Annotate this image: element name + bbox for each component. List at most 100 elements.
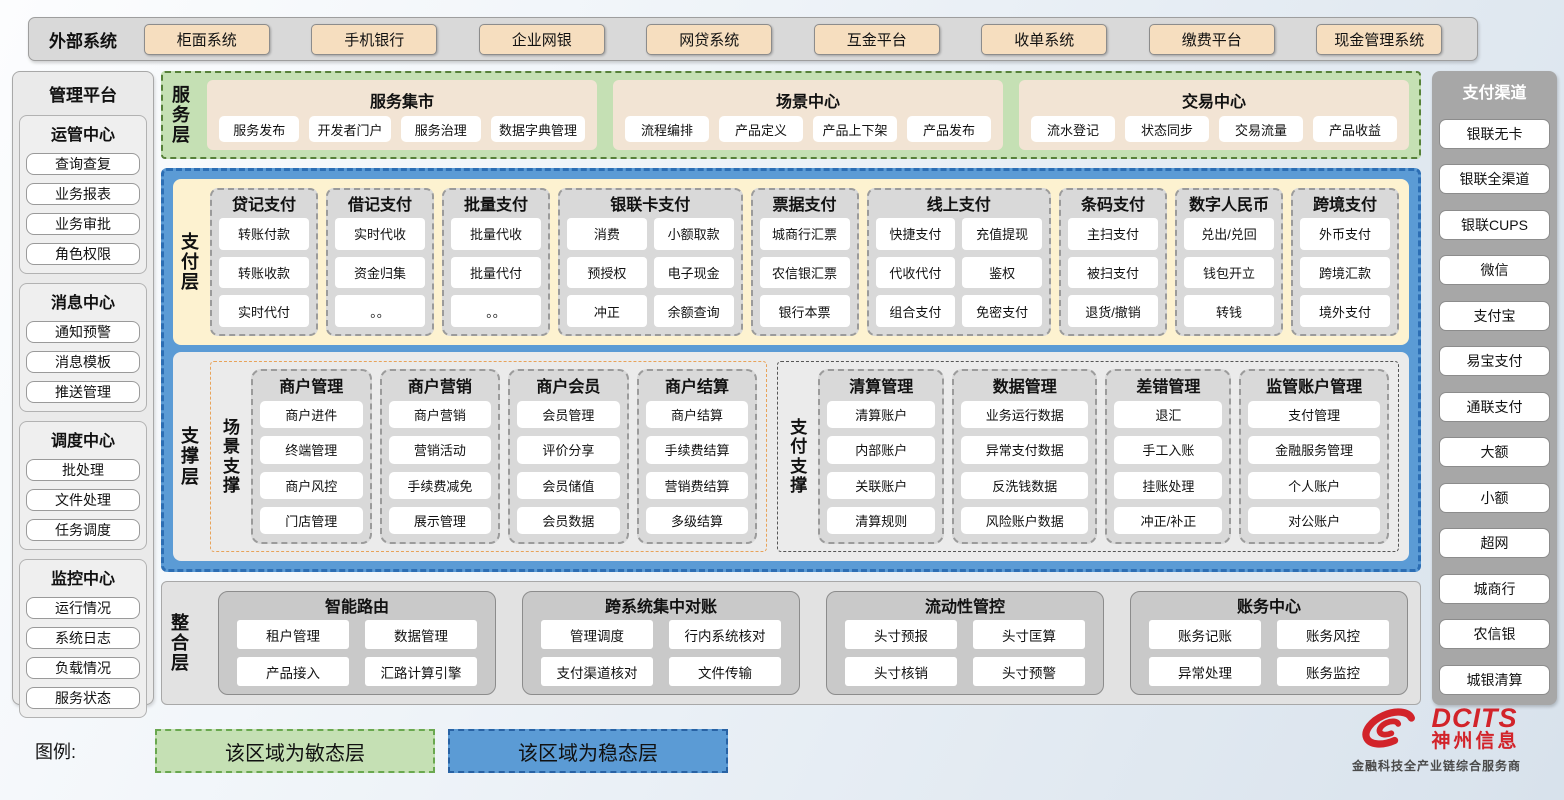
payment-item: 消费 bbox=[567, 218, 647, 250]
service-section-items: 流程编排产品定义产品上下架产品发布 bbox=[625, 116, 991, 142]
support-item: 会员储值 bbox=[517, 471, 620, 499]
support-item: 终端管理 bbox=[260, 436, 363, 464]
service-item: 服务治理 bbox=[400, 116, 481, 142]
support-column-title: 差错管理 bbox=[1136, 379, 1201, 396]
dcits-tagline: 金融科技全产业链综合服务商 bbox=[1351, 759, 1521, 773]
payment-column-title: 线上支付 bbox=[926, 197, 991, 214]
external-systems-label: 外部系统 bbox=[49, 31, 117, 51]
external-system-item: 收单系统 bbox=[981, 23, 1108, 55]
payment-item: 批量代收 bbox=[451, 218, 541, 250]
vertical-label-char: 层 bbox=[171, 653, 189, 674]
integration-section: 智能路由租户管理数据管理产品接入汇路计算引擎 bbox=[218, 591, 496, 695]
management-section: 运管中心查询查复业务报表业务审批角色权限 bbox=[19, 115, 147, 274]
external-system-item: 手机银行 bbox=[311, 23, 438, 55]
management-item: 角色权限 bbox=[26, 243, 140, 265]
payment-column: 跨境支付外币支付跨境汇款境外支付 bbox=[1291, 188, 1399, 336]
support-item: 业务运行数据 bbox=[961, 401, 1089, 429]
payment-column-title: 票据支付 bbox=[772, 197, 837, 214]
integration-item: 头寸预报 bbox=[845, 620, 957, 649]
support-column-items: 会员管理评价分享会员储值会员数据 bbox=[517, 401, 620, 534]
payment-column: 贷记支付转账付款转账收款实时代付 bbox=[210, 188, 318, 336]
management-platform-title: 管理平台 bbox=[49, 86, 117, 105]
support-column-items: 商户结算手续费结算营销费结算多级结算 bbox=[645, 401, 749, 534]
payment-channel-item: 小额 bbox=[1439, 482, 1550, 513]
support-item: 冲正/补正 bbox=[1114, 506, 1223, 534]
support-column-title: 商户管理 bbox=[279, 379, 344, 396]
support-item: 商户结算 bbox=[645, 401, 749, 429]
integration-item: 行内系统核对 bbox=[669, 620, 781, 649]
integration-item: 头寸匡算 bbox=[973, 620, 1085, 649]
service-section: 交易中心流水登记状态同步交易流量产品收益 bbox=[1019, 80, 1409, 150]
payment-layer-columns: 贷记支付转账付款转账收款实时代付借记支付实时代收资金归集。。批量支付批量代收批量… bbox=[210, 188, 1399, 336]
integration-item: 数据管理 bbox=[365, 620, 477, 649]
payment-item: 冲正 bbox=[567, 295, 647, 327]
payment-item: 代收代付 bbox=[875, 256, 956, 289]
integration-layer-sections: 智能路由租户管理数据管理产品接入汇路计算引擎跨系统集中对账管理调度行内系统核对支… bbox=[218, 591, 1408, 695]
vertical-label-char: 层 bbox=[172, 125, 190, 146]
support-column: 商户结算商户结算手续费结算营销费结算多级结算 bbox=[636, 369, 758, 544]
payment-item: 跨境汇款 bbox=[1300, 256, 1390, 289]
payment-column: 票据支付城商行汇票农信银汇票银行本票 bbox=[750, 188, 859, 336]
support-layer-label: 支撑层 bbox=[178, 361, 202, 552]
dcits-swirl-icon bbox=[1362, 708, 1416, 748]
payment-item: 外币支付 bbox=[1300, 218, 1390, 250]
service-section-title: 服务集市 bbox=[369, 94, 434, 111]
legend: 图例: 该区域为敏态层 该区域为稳态层 bbox=[35, 729, 728, 773]
legend-stable-layer-box: 该区域为稳态层 bbox=[448, 729, 728, 773]
payment-layer: 支付层 贷记支付转账付款转账收款实时代付借记支付实时代收资金归集。。批量支付批量… bbox=[173, 179, 1409, 345]
external-systems-bar: 外部系统 柜面系统手机银行企业网银网贷系统互金平台收单系统缴费平台现金管理系统 bbox=[28, 17, 1478, 61]
vertical-label-char: 层 bbox=[181, 272, 199, 293]
vertical-label-char: 整 bbox=[171, 612, 189, 633]
payment-channel-item: 银联全渠道 bbox=[1439, 164, 1550, 195]
support-column-items: 业务运行数据异常支付数据反洗钱数据风险账户数据 bbox=[961, 401, 1089, 534]
payment-item: 余额查询 bbox=[653, 295, 734, 327]
support-column-items: 商户进件终端管理商户风控门店管理 bbox=[260, 401, 363, 534]
external-system-item: 缴费平台 bbox=[1148, 23, 1275, 55]
payment-item: 免密支付 bbox=[962, 295, 1042, 327]
service-item: 交易流量 bbox=[1219, 116, 1303, 142]
integration-section-title: 账务中心 bbox=[1236, 599, 1301, 616]
payment-column: 数字人民币兑出/兑回钱包开立转钱 bbox=[1175, 188, 1283, 336]
payment-column-items: 消费小额取款预授权电子现金冲正余额查询 bbox=[567, 218, 734, 327]
dcits-logo-row: DCITS 神州信息 bbox=[1353, 702, 1519, 754]
management-sections: 运管中心查询查复业务报表业务审批角色权限消息中心通知预警消息模板推送管理调度中心… bbox=[19, 115, 147, 718]
service-item: 开发者门户 bbox=[309, 116, 391, 142]
service-section-items: 服务发布开发者门户服务治理数据字典管理 bbox=[219, 116, 585, 142]
payment-item: 组合支付 bbox=[875, 295, 956, 327]
support-column: 清算管理清算账户内部账户关联账户清算规则 bbox=[818, 369, 945, 544]
support-column: 商户管理商户进件终端管理商户风控门店管理 bbox=[251, 369, 372, 544]
vertical-label-char: 支 bbox=[181, 426, 199, 447]
payment-item: 。。 bbox=[335, 295, 425, 327]
integration-section-items: 账务记账账务风控异常处理账务监控 bbox=[1145, 620, 1393, 686]
support-column: 差错管理退汇手工入账挂账处理冲正/补正 bbox=[1105, 369, 1232, 544]
support-column-title: 监管账户管理 bbox=[1266, 379, 1363, 396]
support-group-label: 支付支撑 bbox=[787, 369, 810, 544]
support-item: 手续费结算 bbox=[645, 436, 749, 464]
service-item: 服务发布 bbox=[219, 116, 300, 142]
payment-item: 转账收款 bbox=[219, 256, 309, 289]
support-item: 个人账户 bbox=[1248, 471, 1380, 499]
payment-layer-label: 支付层 bbox=[178, 188, 202, 336]
service-item: 产品上下架 bbox=[813, 116, 897, 142]
management-section-title: 消息中心 bbox=[50, 295, 115, 312]
management-platform-panel: 管理平台 运管中心查询查复业务报表业务审批角色权限消息中心通知预警消息模板推送管… bbox=[12, 71, 154, 718]
payment-item: 预授权 bbox=[567, 256, 647, 289]
payment-item: 城商行汇票 bbox=[759, 218, 850, 250]
payment-item: 资金归集 bbox=[335, 256, 425, 289]
external-system-item: 柜面系统 bbox=[143, 23, 270, 55]
support-column-items: 商户营销营销活动手续费减免展示管理 bbox=[388, 401, 492, 534]
support-item: 内部账户 bbox=[827, 436, 936, 464]
integration-item: 账务记账 bbox=[1149, 620, 1261, 649]
vertical-label-char: 场 bbox=[223, 418, 240, 438]
payment-column-items: 兑出/兑回钱包开立转钱 bbox=[1184, 218, 1274, 327]
support-item: 会员管理 bbox=[517, 401, 620, 429]
support-item: 金融服务管理 bbox=[1248, 436, 1380, 464]
payment-item: 电子现金 bbox=[653, 256, 734, 289]
payment-column-items: 批量代收批量代付。。 bbox=[451, 218, 541, 327]
support-item: 挂账处理 bbox=[1114, 471, 1223, 499]
payment-channel-item: 易宝支付 bbox=[1439, 346, 1550, 377]
payment-item: 退货/撤销 bbox=[1068, 295, 1158, 327]
integration-item: 产品接入 bbox=[237, 657, 349, 686]
integration-item: 账务风控 bbox=[1277, 620, 1389, 649]
